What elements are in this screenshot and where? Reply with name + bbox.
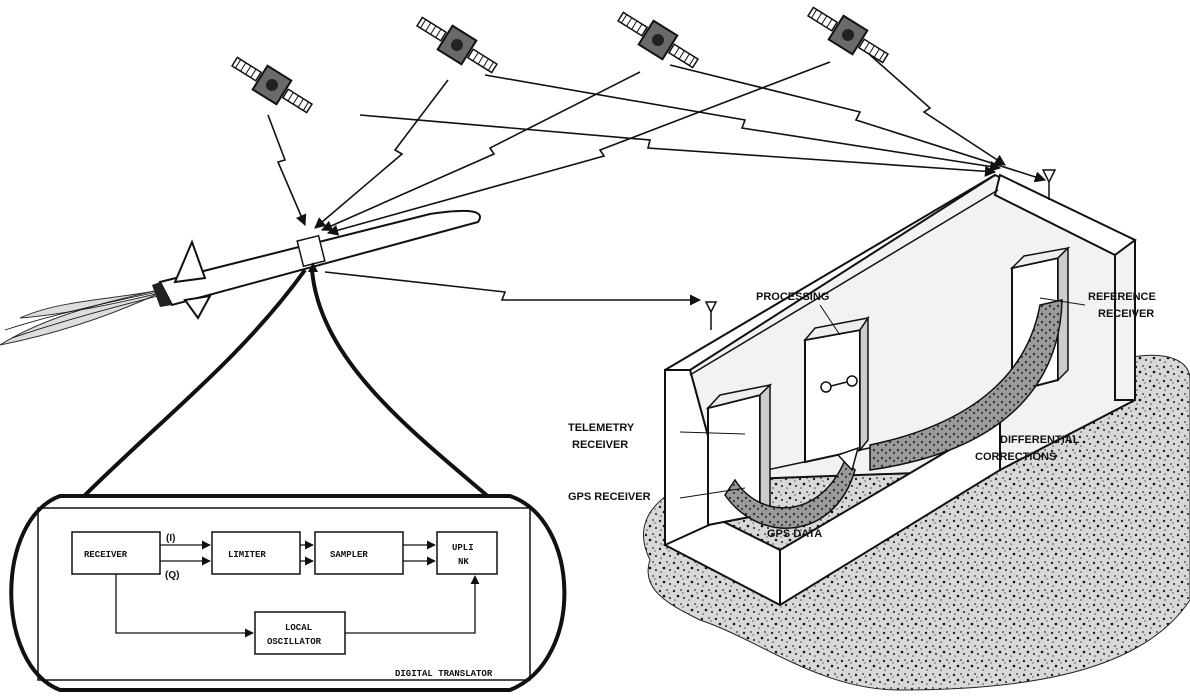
label-telemetry-receiver-1: TELEMETRY	[568, 422, 635, 434]
signal-sat4-station	[870, 55, 1005, 165]
signal-sat1-station	[360, 115, 995, 172]
local-oscillator-block	[255, 612, 345, 654]
digital-translator-inset: RECEIVER LIMITER SAMPLER UPLI NK LOCAL O…	[11, 496, 564, 690]
exhaust-plume	[0, 290, 160, 345]
uplink-block	[437, 532, 497, 574]
label-differential-corrections-2: CORRECTIONS	[975, 451, 1056, 463]
label-reference-receiver-2: RECEIVER	[1098, 308, 1154, 320]
label-processing: PROCESSING	[756, 291, 829, 303]
label-gps-receiver: GPS RECEIVER	[568, 491, 651, 503]
signal-missile-telemetry	[325, 272, 700, 300]
ground-station	[643, 170, 1190, 690]
block-label-limiter: LIMITER	[228, 550, 266, 560]
inset-oval	[11, 496, 564, 690]
label-gps-data: GPS DATA	[767, 528, 822, 540]
satellite-4	[803, 0, 892, 70]
channel-i-label: (I)	[166, 533, 175, 544]
translator-caption: DIGITAL TRANSLATOR	[395, 669, 493, 679]
telemetry-antenna	[706, 302, 716, 330]
label-telemetry-receiver-2: RECEIVER	[572, 439, 628, 451]
block-label-local-osc-1: LOCAL	[285, 623, 312, 633]
signal-sat1-missile	[268, 115, 305, 225]
block-label-uplink-2: NK	[458, 557, 469, 567]
inset-tether-right	[312, 270, 490, 498]
signal-sat3-missile	[322, 72, 640, 230]
satellite-3	[613, 5, 702, 75]
block-label-sampler: SAMPLER	[330, 550, 368, 560]
satellite-2	[412, 10, 501, 80]
channel-q-label: (Q)	[165, 570, 179, 581]
processing-cabinet	[805, 318, 868, 462]
block-label-uplink-1: UPLI	[452, 543, 474, 553]
label-reference-receiver-1: REFERENCE	[1088, 291, 1156, 303]
signal-sat4-missile	[328, 62, 830, 233]
satellite-1	[227, 50, 316, 120]
block-label-receiver: RECEIVER	[84, 550, 128, 560]
block-label-local-osc-2: OSCILLATOR	[267, 637, 322, 647]
label-differential-corrections-1: DIFFERENTIAL	[1000, 434, 1080, 446]
missile	[0, 211, 480, 345]
